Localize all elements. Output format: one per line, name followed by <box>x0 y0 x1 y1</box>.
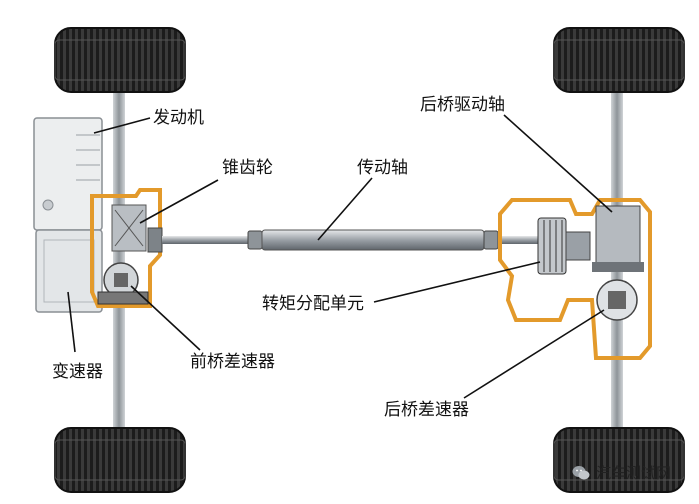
label-rear-axle-shaft: 后桥驱动轴 <box>420 95 505 115</box>
label-front-diff: 前桥差速器 <box>190 352 275 372</box>
leader-rear-axle-shaft <box>503 114 613 213</box>
label-transmission: 变速器 <box>52 362 103 382</box>
transmission-housing <box>35 229 103 313</box>
torque-distribution-unit <box>537 217 591 275</box>
wechat-icon <box>572 465 590 479</box>
leader-rear-diff <box>463 309 605 399</box>
drive-shaft <box>162 229 538 251</box>
leader-engine <box>93 117 151 134</box>
label-rear-diff: 后桥差速器 <box>384 400 469 420</box>
tire-front-left <box>54 27 186 93</box>
leader-front-diff <box>130 285 201 351</box>
watermark: 汽车测试网 <box>572 462 671 483</box>
rear-differential <box>596 279 638 321</box>
front-differential <box>97 262 149 305</box>
engine-block <box>33 117 103 231</box>
bevel-gear <box>111 204 163 253</box>
leader-drive-shaft <box>317 177 373 241</box>
leader-torque-unit <box>373 261 541 303</box>
leader-bevel-gear <box>139 179 219 224</box>
watermark-text: 汽车测试网 <box>596 464 672 482</box>
label-engine: 发动机 <box>153 108 204 128</box>
tire-rear-left <box>553 27 685 93</box>
front-highlight-outline <box>90 188 162 308</box>
leader-transmission <box>67 291 76 353</box>
label-torque-unit: 转矩分配单元 <box>262 294 364 314</box>
tire-front-right <box>54 427 186 493</box>
rear-axle-drive-housing <box>592 205 644 272</box>
label-bevel-gear: 锥齿轮 <box>222 158 273 178</box>
label-drive-shaft: 传动轴 <box>357 158 408 178</box>
leader-lines <box>67 114 613 399</box>
rear-highlight-outline <box>498 198 652 360</box>
